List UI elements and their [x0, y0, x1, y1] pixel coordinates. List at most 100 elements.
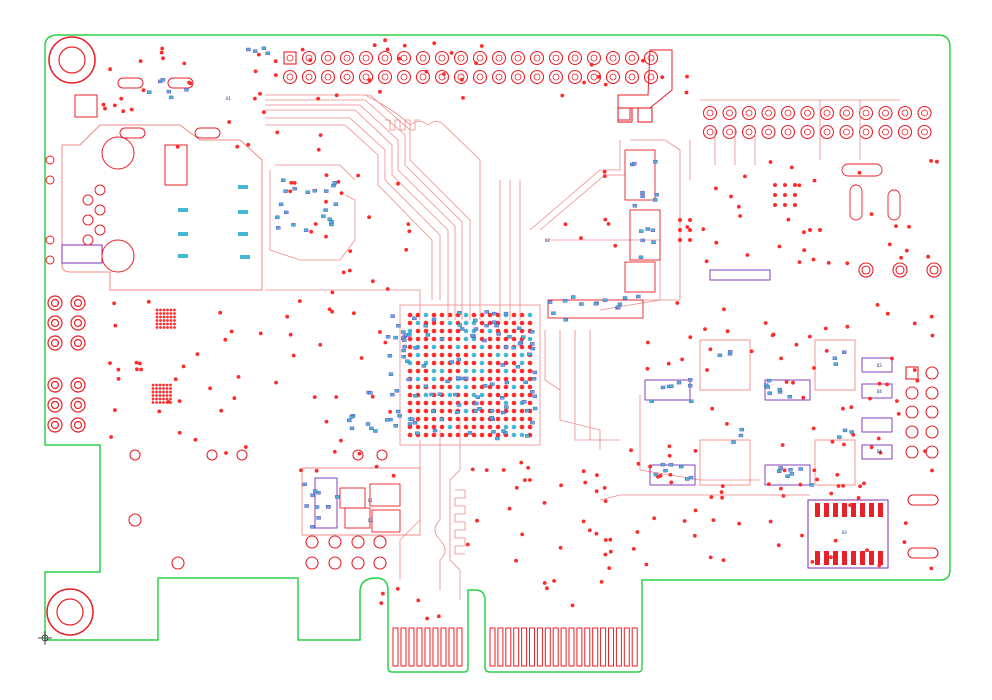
- via: [738, 214, 742, 218]
- smd-pad: [410, 417, 415, 421]
- edge-finger: [440, 627, 447, 667]
- bga-ball: [447, 424, 453, 430]
- header-pin: [741, 105, 757, 121]
- bga-ball: [407, 312, 413, 318]
- bga-ball: [415, 368, 421, 374]
- smd-pad: [849, 430, 854, 434]
- bga-ball: [471, 312, 477, 318]
- bga-ball: [495, 376, 501, 382]
- right-component-block: [547, 149, 901, 486]
- smd-pad: [314, 505, 320, 509]
- bga-ball: [169, 394, 172, 397]
- smd-pad: [281, 178, 286, 183]
- via: [395, 587, 400, 591]
- smd-pad: [495, 436, 500, 441]
- smd-pad: [833, 362, 838, 366]
- header-pin: [510, 50, 526, 66]
- through-hole: [47, 417, 63, 433]
- header-pin-drill: [901, 109, 909, 117]
- via: [631, 547, 636, 551]
- bga-ball: [471, 360, 477, 366]
- via: [648, 464, 652, 469]
- header-pin: [643, 50, 659, 66]
- smd-pad: [511, 346, 516, 350]
- label-u3: U3: [842, 530, 847, 535]
- bga-ball: [407, 400, 413, 406]
- smd-pad: [532, 394, 537, 398]
- via: [182, 61, 187, 66]
- through-hole-drill: [73, 318, 83, 328]
- header-pin: [878, 105, 893, 121]
- bga-ball: [479, 400, 485, 406]
- header-pin-drill: [514, 54, 522, 62]
- smd-pad: [396, 324, 401, 328]
- via: [894, 224, 898, 229]
- smd-pad: [547, 300, 553, 304]
- smd-pad: [602, 298, 608, 302]
- via: [425, 616, 429, 621]
- bga-ball: [165, 394, 169, 397]
- bga-ball: [423, 424, 429, 430]
- bga-ball: [159, 312, 162, 315]
- bga-ball: [423, 392, 429, 398]
- smd-pad: [832, 356, 838, 360]
- header-pin-drill: [381, 54, 389, 62]
- label-q3: Q3: [877, 363, 882, 368]
- edge-finger: [497, 627, 504, 667]
- via: [101, 102, 106, 107]
- header-pin-drill: [745, 109, 753, 117]
- smd-pad: [369, 426, 374, 431]
- bga-ball: [173, 315, 176, 319]
- bga-ball: [447, 312, 453, 318]
- bga-ball: [415, 416, 421, 422]
- via: [227, 120, 232, 124]
- via: [779, 356, 783, 361]
- via: [781, 494, 786, 498]
- header-pin: [897, 124, 913, 140]
- smd-pad: [738, 433, 744, 438]
- smd-pad: [283, 189, 288, 193]
- header-pin: [722, 105, 737, 121]
- smd-pad: [439, 417, 445, 422]
- bga-ball: [479, 312, 485, 318]
- bga-ball: [495, 392, 501, 398]
- bga-ball: [471, 368, 477, 374]
- edge-finger: [552, 627, 559, 667]
- via: [146, 299, 151, 304]
- via: [802, 248, 807, 253]
- bga-ball: [439, 376, 445, 382]
- header-pin-drill: [476, 54, 484, 62]
- bga-ball: [162, 383, 165, 387]
- edge-finger: [615, 627, 622, 667]
- via: [187, 80, 192, 85]
- smd-pad: [593, 302, 599, 306]
- bga-ball: [431, 360, 437, 366]
- via: [121, 109, 126, 114]
- via: [688, 218, 692, 222]
- header-pin-drill: [843, 109, 850, 117]
- smd-pad: [265, 51, 270, 55]
- label-d1: D1: [877, 449, 882, 454]
- header-pin-square: [637, 107, 653, 123]
- bga-ball: [166, 322, 169, 326]
- bga-ball: [487, 328, 493, 334]
- bga-ball: [527, 312, 533, 318]
- via: [763, 321, 768, 325]
- via: [108, 361, 112, 365]
- bga-ball: [159, 315, 162, 319]
- edge-finger: [408, 627, 415, 667]
- smd-pad: [527, 352, 532, 356]
- smd-pad: [431, 317, 437, 322]
- via: [581, 469, 586, 474]
- header-pin-drill: [571, 73, 579, 81]
- via: [583, 480, 588, 485]
- via: [602, 174, 607, 179]
- smd-pad: [731, 440, 736, 444]
- smd-pad: [785, 474, 790, 478]
- via: [442, 72, 446, 76]
- smd-pad: [517, 342, 523, 346]
- via: [824, 349, 829, 353]
- bga-ball: [519, 432, 525, 438]
- via: [869, 212, 874, 217]
- smd-pad: [332, 181, 337, 185]
